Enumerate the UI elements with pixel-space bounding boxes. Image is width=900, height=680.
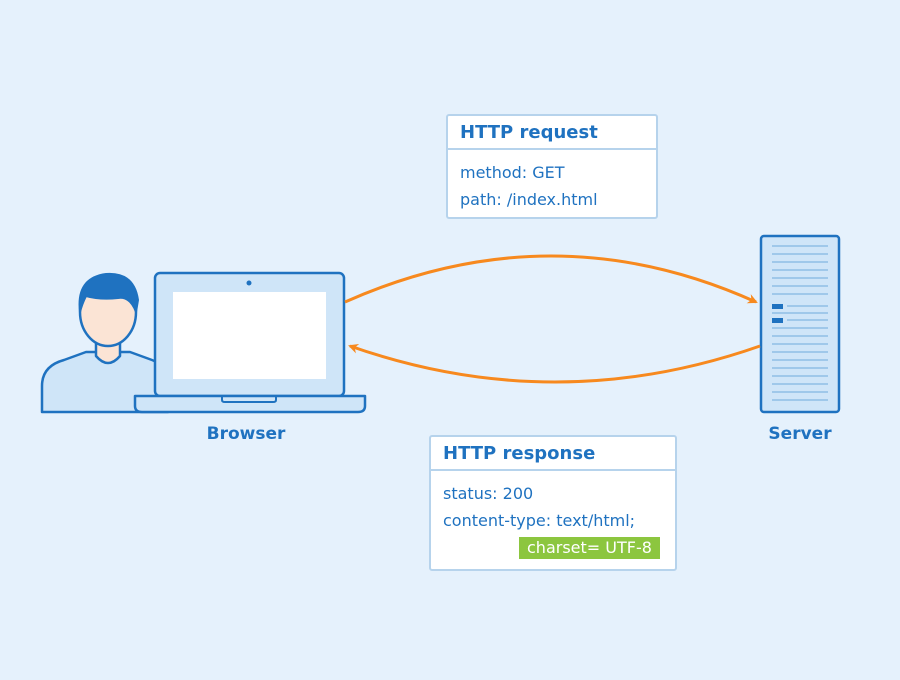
charset-highlight: charset= UTF-8 xyxy=(519,537,660,559)
response-title: HTTP response xyxy=(431,437,675,471)
server-icon xyxy=(759,234,841,414)
response-content-type: content-type: text/html; xyxy=(443,511,636,530)
response-body: status: 200 content-type: text/html; cha… xyxy=(431,471,675,561)
request-body: method: GET path: /index.html xyxy=(448,150,656,213)
response-charset-row: charset= UTF-8 xyxy=(431,534,675,561)
request-path: path: /index.html xyxy=(460,190,598,209)
browser-label: Browser xyxy=(206,424,286,444)
http-response-card: HTTP response status: 200 content-type: … xyxy=(429,435,677,571)
request-title: HTTP request xyxy=(448,116,656,150)
server-label: Server xyxy=(768,424,832,444)
response-arrow xyxy=(348,343,761,384)
laptop-icon xyxy=(133,271,367,414)
response-status: status: 200 xyxy=(443,484,534,503)
user-icon xyxy=(40,272,170,414)
http-request-card: HTTP request method: GET path: /index.ht… xyxy=(446,114,658,219)
request-arrow xyxy=(344,254,758,304)
request-method: method: GET xyxy=(460,163,565,182)
